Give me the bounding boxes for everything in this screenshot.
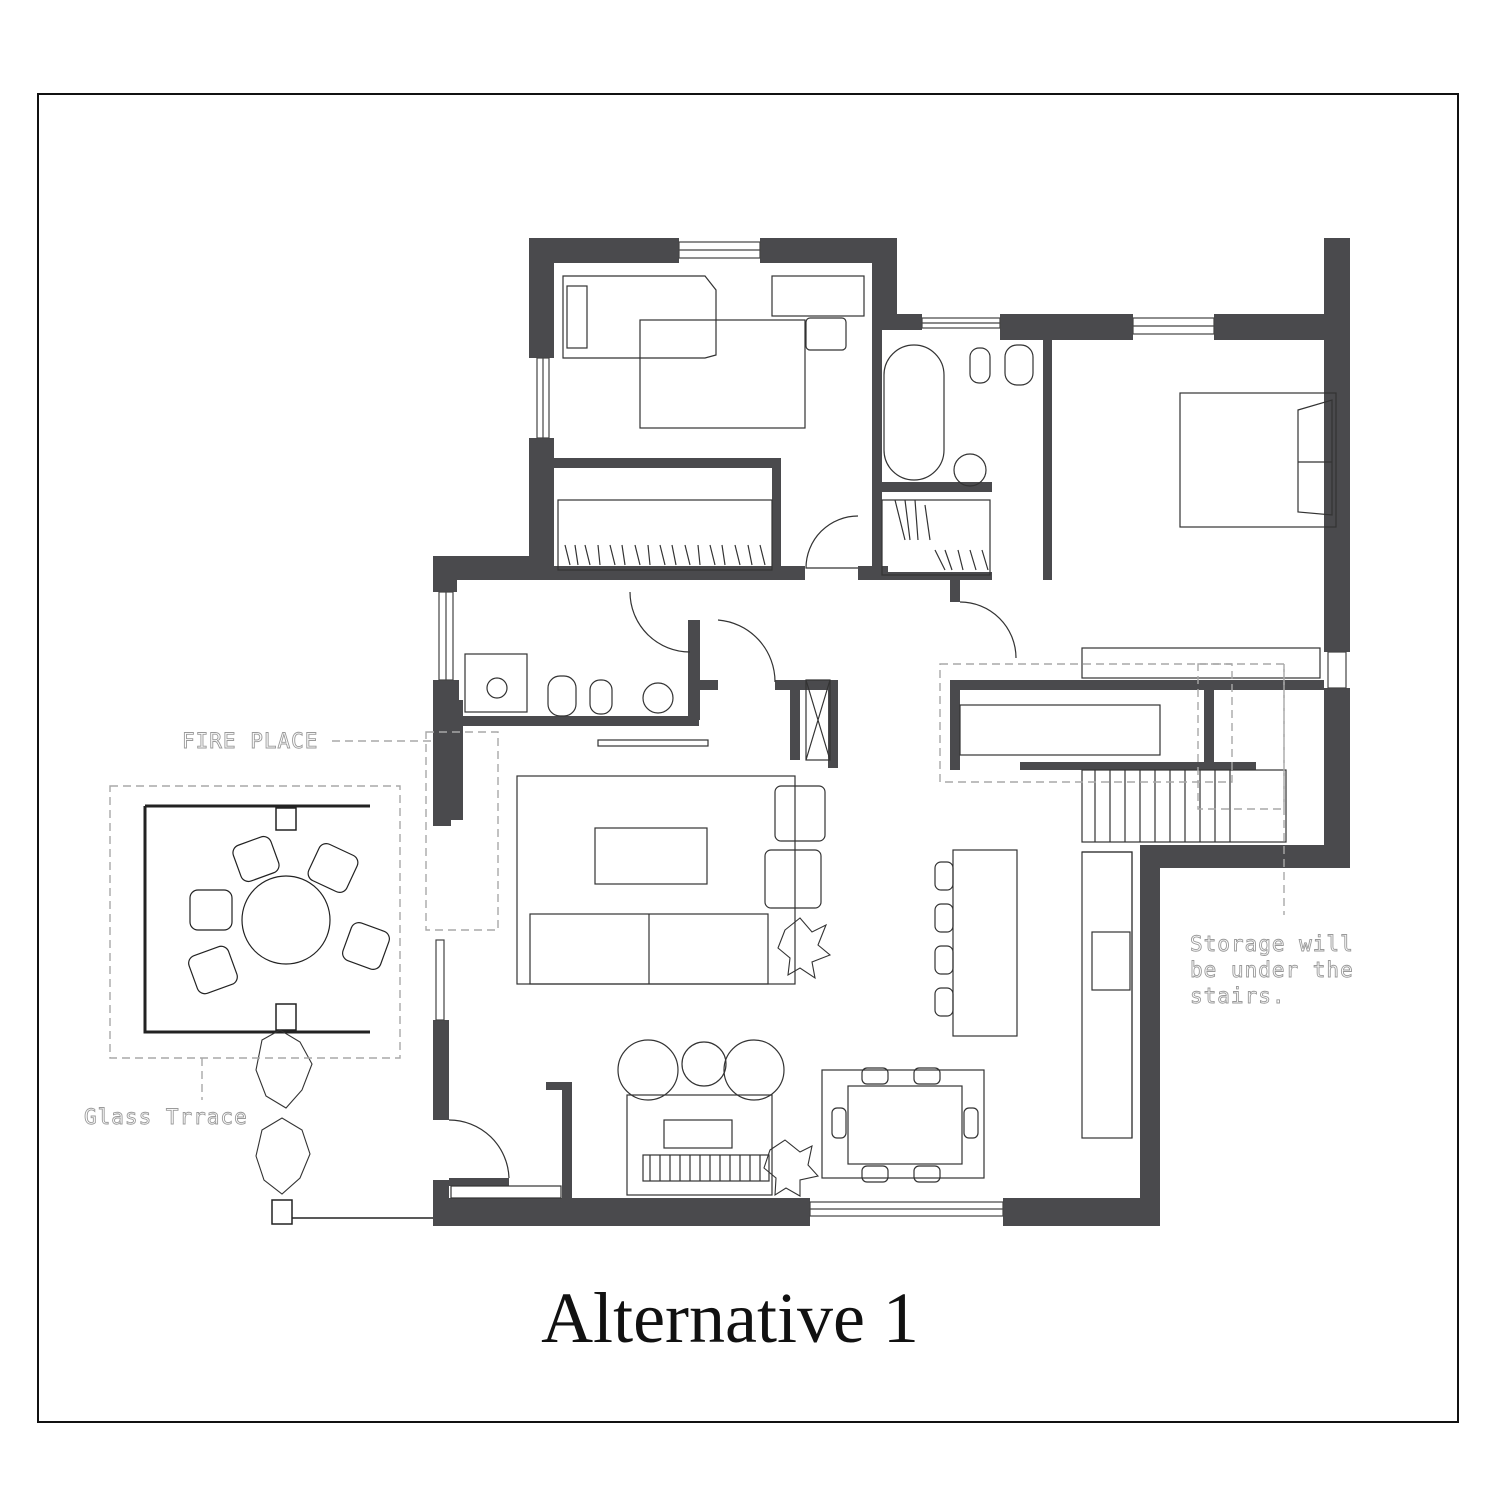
door-swing-icon [717, 619, 776, 683]
dining-chair [861, 1067, 889, 1085]
toilet-icon [1004, 344, 1034, 386]
glass-terrace-label: Glass Trrace [84, 1105, 248, 1129]
storage-note-line-1: Storage will [1190, 932, 1354, 956]
tv-unit [1081, 647, 1321, 679]
wardrobe-hangers [564, 544, 766, 566]
fire-place-label: FIRE PLACE [182, 729, 318, 753]
dining-chair [913, 1067, 941, 1085]
desk-chair [805, 317, 847, 351]
armchair-icon [681, 1041, 727, 1087]
drawing-frame [37, 93, 1459, 1423]
dining-chair [963, 1107, 979, 1139]
sink-icon [486, 677, 508, 699]
dining-chair [831, 1107, 847, 1139]
furniture [448, 275, 1337, 1199]
armchair-icon [723, 1039, 785, 1101]
door-swing-icon [959, 601, 1017, 659]
toilet-icon [547, 675, 577, 717]
drawing-title: Alternative 1 [541, 1278, 919, 1358]
door-swing-icon [448, 1119, 510, 1179]
dining-chair [913, 1165, 941, 1183]
pillow [1297, 399, 1333, 516]
armchair-icon [342, 922, 390, 970]
pillow [566, 285, 588, 349]
dashed-guides [109, 663, 1285, 1100]
window-icon [435, 241, 1347, 1217]
rug [639, 319, 806, 429]
wardrobe [557, 499, 773, 571]
toilet-icon [589, 679, 613, 715]
tv-console [597, 739, 709, 747]
storage-note-line-3: stairs. [1190, 984, 1286, 1008]
tv-unit [663, 1119, 733, 1149]
bed-icon [1179, 392, 1337, 528]
kitchen-counter [1081, 851, 1133, 1139]
bar-stool [934, 903, 954, 933]
armchair-icon [232, 835, 280, 883]
armchair-icon [764, 849, 822, 909]
door-swing-icon [629, 591, 691, 653]
rug [516, 775, 796, 985]
rug [626, 1094, 773, 1196]
armchair-icon [189, 889, 233, 931]
rug [821, 1069, 985, 1179]
kitchen-island [952, 849, 1018, 1037]
shower [464, 653, 528, 713]
stairs-icon [805, 679, 1287, 843]
sink-icon [642, 682, 674, 714]
armchair-icon [617, 1039, 679, 1101]
dining-table-icon [847, 1085, 963, 1165]
armchair-icon [774, 785, 826, 842]
sink-icon [953, 453, 987, 487]
bathtub-icon [883, 344, 945, 481]
armchair-icon [188, 945, 238, 995]
bar-stool [934, 987, 954, 1017]
dining-chair [861, 1165, 889, 1183]
toilet-icon [969, 347, 991, 384]
piano-icon [642, 1154, 770, 1182]
coffee-table [594, 827, 708, 885]
bar-stool [934, 945, 954, 975]
bed-icon [562, 275, 717, 359]
round-table [241, 875, 331, 965]
walls [433, 238, 1350, 1226]
desk-icon [771, 275, 865, 317]
plant-icon [255, 917, 832, 1197]
door-swing-icon [805, 515, 859, 569]
glass-terrace [143, 804, 433, 1225]
armchair-icon [307, 843, 359, 893]
storage-note-line-2: be under the [1190, 958, 1354, 982]
closet-hangers [894, 499, 989, 571]
bar-stool [934, 861, 954, 891]
